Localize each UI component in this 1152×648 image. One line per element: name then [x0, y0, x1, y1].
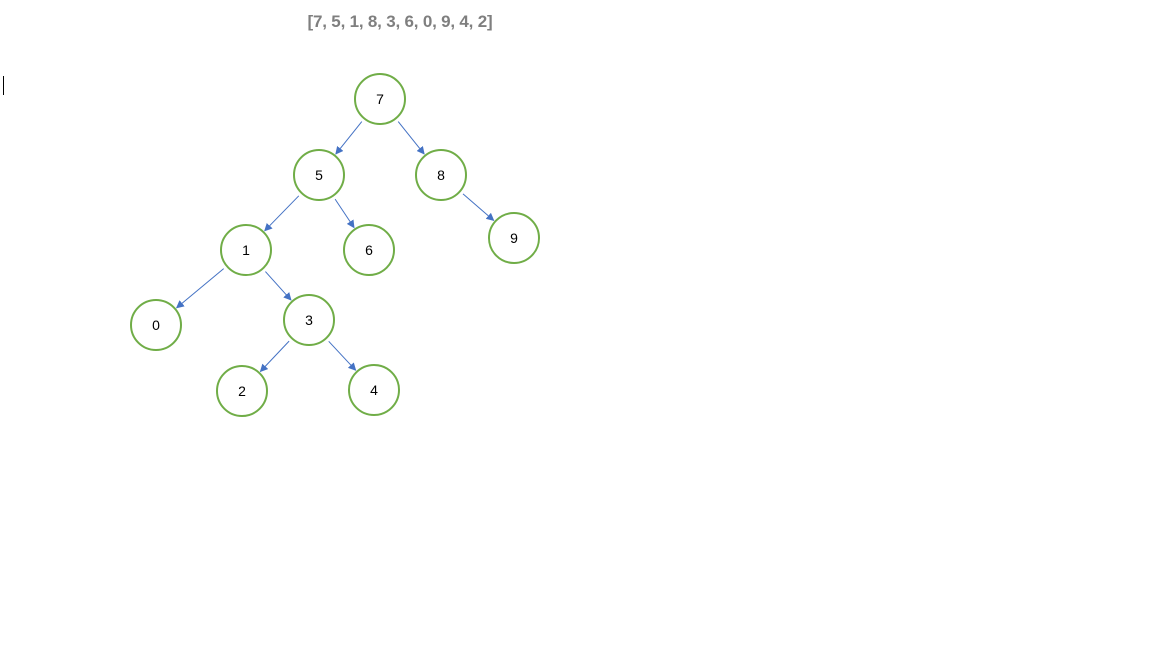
tree-node-7: 7: [354, 73, 406, 125]
edge-5-to-1: [264, 195, 300, 232]
node-circle: [343, 224, 395, 276]
tree-edges: [175, 121, 495, 373]
node-label: 4: [370, 382, 378, 398]
edge-7-to-8: [397, 121, 425, 155]
text-cursor: [3, 76, 4, 95]
node-label: 3: [305, 312, 313, 328]
node-circle: [220, 224, 272, 276]
node-circle: [130, 299, 182, 351]
node-circle: [354, 73, 406, 125]
node-circle: [293, 149, 345, 201]
tree-node-2: 2: [216, 365, 268, 417]
node-label: 1: [242, 242, 250, 258]
node-label: 2: [238, 383, 246, 399]
tree-node-8: 8: [415, 149, 467, 201]
tree-node-3: 3: [283, 294, 335, 346]
edge-1-to-0: [175, 268, 225, 309]
edge-5-to-6: [334, 198, 355, 229]
node-circle: [415, 149, 467, 201]
tree-nodes: 7 5 8 1 6 9 0 3 2 4: [130, 73, 540, 417]
edge-3-to-2: [259, 340, 290, 373]
edge-7-to-5: [335, 121, 363, 155]
tree-node-6: 6: [343, 224, 395, 276]
node-label: 6: [365, 242, 373, 258]
node-circle: [216, 365, 268, 417]
node-circle: [488, 212, 540, 264]
tree-node-0: 0: [130, 299, 182, 351]
edge-8-to-9: [462, 193, 495, 222]
node-label: 0: [152, 317, 160, 333]
tree-node-4: 4: [348, 364, 400, 416]
node-label: 8: [437, 167, 445, 183]
edge-3-to-4: [328, 340, 357, 371]
tree-node-9: 9: [488, 212, 540, 264]
node-label: 7: [376, 91, 384, 107]
tree-node-5: 5: [293, 149, 345, 201]
edge-1-to-3: [265, 271, 292, 301]
node-circle: [283, 294, 335, 346]
tree-node-1: 1: [220, 224, 272, 276]
array-title: [7, 5, 1, 8, 3, 6, 0, 9, 4, 2]: [307, 12, 493, 31]
node-label: 9: [510, 230, 518, 246]
node-label: 5: [315, 167, 323, 183]
node-circle: [348, 364, 400, 416]
